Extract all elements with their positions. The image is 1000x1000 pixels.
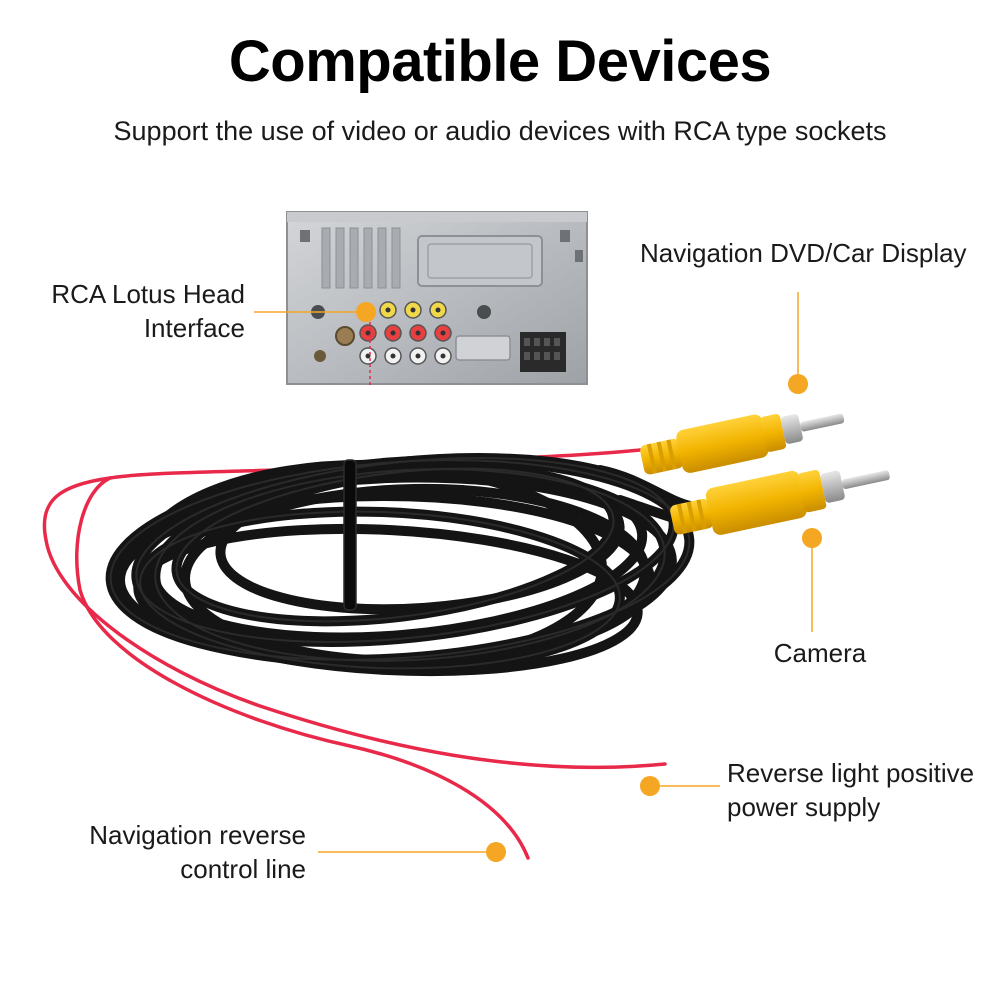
camera-label: Camera	[773, 638, 867, 668]
reverse-light-callout	[640, 776, 720, 796]
navigation-reverse-label-line2: control line	[180, 854, 306, 884]
page-subtitle: Support the use of video or audio device…	[113, 116, 887, 146]
rca-interface-label-line2: Interface	[143, 313, 245, 343]
navigation-reverse-label: Navigation reverse control line	[40, 818, 306, 886]
page-title: Compatible Devices	[228, 29, 772, 94]
rca-interface-callout	[254, 302, 376, 386]
car-head-unit-rear-panel-icon	[286, 211, 588, 385]
reverse-light-label-line2: power supply	[727, 792, 881, 822]
reverse-light-label-line1: Reverse light positive	[727, 758, 975, 788]
navigation-reverse-label-line1: Navigation reverse	[89, 820, 306, 850]
rca-interface-label-line1: RCA Lotus Head	[51, 279, 245, 309]
navigation-display-callout	[788, 292, 808, 394]
cable-tie	[343, 459, 357, 611]
rca-interface-label: RCA Lotus Head Interface	[30, 277, 245, 345]
rca-plug-icon	[670, 469, 890, 535]
reverse-light-label: Reverse light positive power supply	[727, 756, 997, 824]
rca-plug-icon	[640, 413, 845, 475]
camera-callout	[802, 528, 822, 632]
navigation-display-label: Navigation DVD/Car Display	[640, 238, 967, 268]
navigation-reverse-callout	[318, 842, 506, 862]
